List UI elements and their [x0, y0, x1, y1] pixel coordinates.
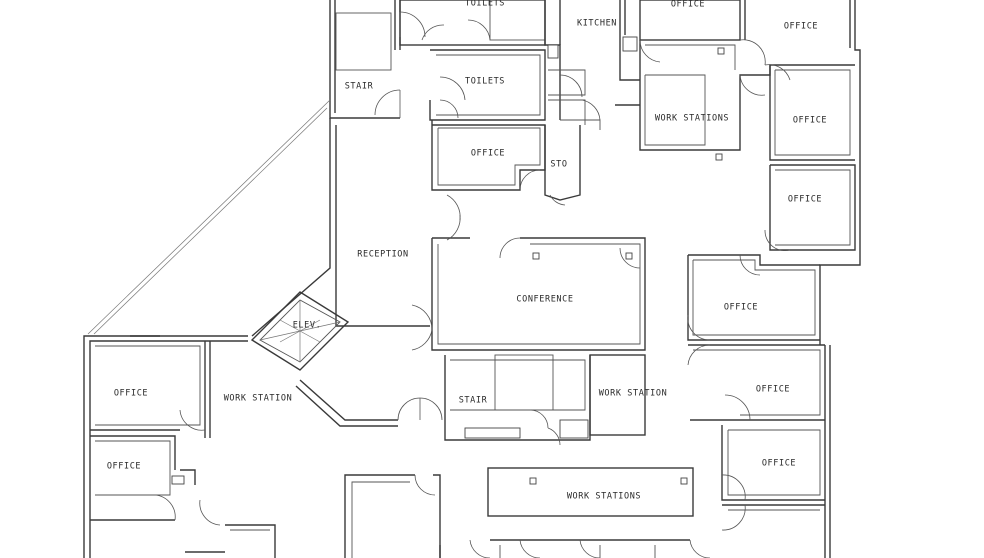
label-conference: CONFERENCE	[516, 295, 573, 305]
label-work-station-left: WORK STATION	[224, 394, 293, 404]
label-elev: ELEV.	[293, 321, 322, 331]
label-office-top-right: OFFICE	[784, 22, 818, 32]
label-work-stations-top: WORK STATIONS	[655, 114, 729, 124]
label-office-mid: OFFICE	[471, 149, 505, 159]
exterior-walls	[83, 0, 861, 558]
work-stations-bottom-block	[439, 467, 694, 558]
label-office-top-center: OFFICE	[671, 0, 705, 10]
label-sto: STO	[550, 160, 567, 170]
label-work-station-center: WORK STATION	[599, 389, 668, 399]
right-lower-block	[687, 254, 825, 511]
label-toilets-top: TOILETS	[465, 0, 505, 9]
elevator	[250, 291, 350, 371]
label-office-right-5: OFFICE	[756, 385, 790, 395]
label-reception: RECEPTION	[357, 250, 408, 260]
label-office-right-2: OFFICE	[793, 116, 827, 126]
conference-block	[431, 237, 646, 351]
bottom-center-block	[344, 474, 441, 558]
room-labels: TOILETS KITCHEN OFFICE OFFICE STAIR TOIL…	[107, 0, 827, 502]
label-stair-top: STAIR	[345, 82, 374, 92]
label-office-left-1: OFFICE	[114, 389, 148, 399]
label-kitchen: KITCHEN	[577, 19, 617, 29]
label-office-right-3: OFFICE	[788, 195, 822, 205]
label-office-left-2: OFFICE	[107, 462, 141, 472]
left-wing-block	[90, 335, 276, 558]
label-office-right-4: OFFICE	[724, 303, 758, 313]
bottom-stair-block	[444, 354, 646, 441]
doors	[154, 11, 791, 558]
stair-top-treads	[335, 12, 392, 71]
top-left-block	[399, 0, 586, 201]
label-office-right-6: OFFICE	[762, 459, 796, 469]
label-stair-bottom: STAIR	[459, 396, 488, 406]
label-toilets-mid: TOILETS	[465, 77, 505, 87]
label-work-stations-bottom: WORK STATIONS	[567, 492, 641, 502]
